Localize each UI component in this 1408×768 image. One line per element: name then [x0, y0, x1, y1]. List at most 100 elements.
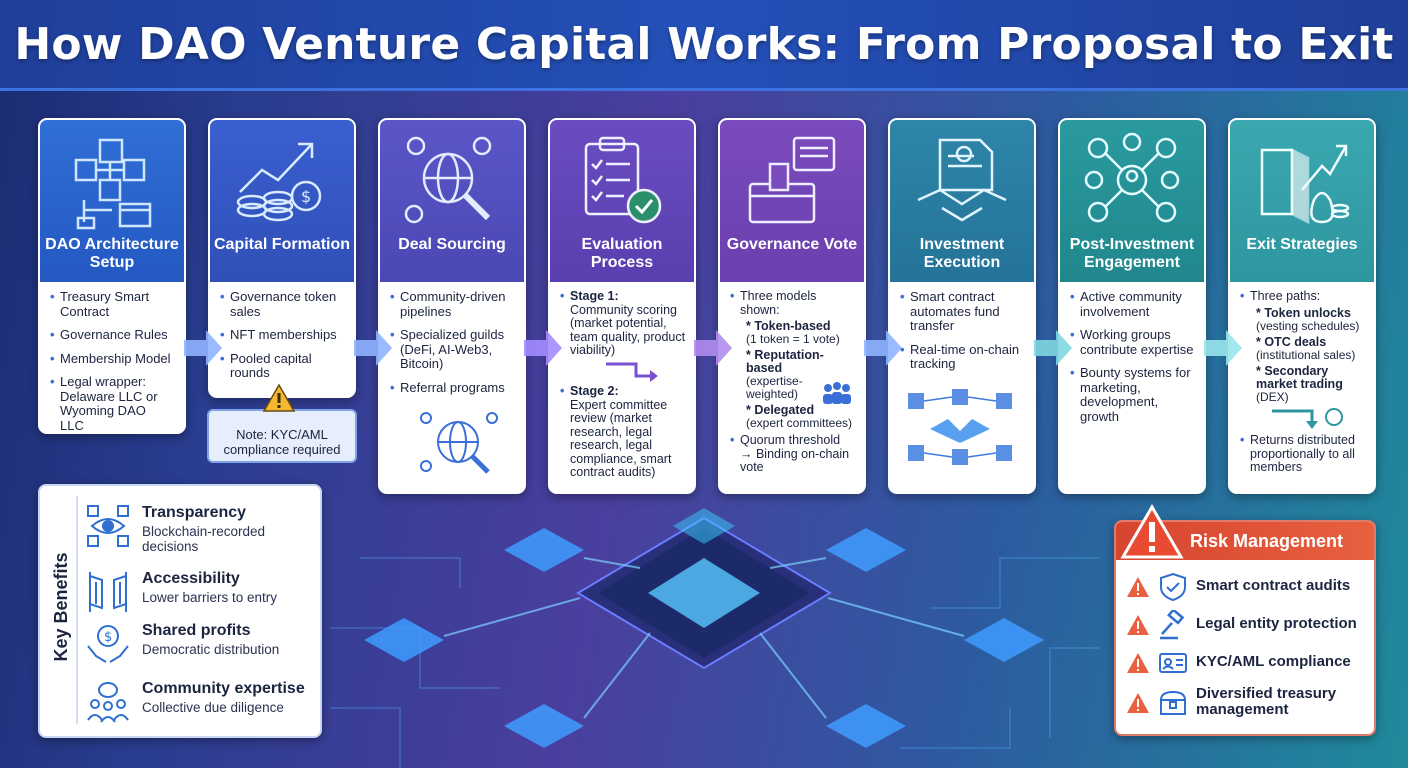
exit-path-detail: (vesting schedules) [1256, 318, 1360, 333]
list-item: Real-time on-chain tracking [900, 342, 1026, 372]
list-item: Governance token sales [220, 289, 346, 319]
gavel-icon [1160, 610, 1185, 640]
step-title: Governance Vote [726, 236, 858, 253]
risk-warning-icon [1120, 504, 1184, 559]
risk-item: Smart contract audits [1126, 570, 1372, 604]
ballot-box-icon [748, 136, 836, 224]
flow-arrow-6 [1034, 330, 1072, 366]
risk-item: KYC/AML compliance [1126, 646, 1372, 680]
people-group-icon [823, 382, 851, 404]
list-item: Referral programs [390, 380, 516, 396]
stage2-label: Stage 2: [570, 384, 619, 398]
vote-model-detail: (expertise-weighted) [746, 374, 803, 401]
list-item: Smart contract automates fund transfer [900, 289, 1026, 334]
stage-flow-arrow-icon [606, 362, 658, 382]
note-text: Note: KYC/AML compliance required [223, 427, 341, 457]
vote-intro: Three models shown: [740, 289, 817, 317]
exit-path-detail: (institutional sales) [1256, 347, 1356, 362]
eye-blocks-icon [87, 505, 129, 547]
circuit-background [330, 508, 1100, 768]
step-card-exit: Exit Strategies • Three paths: * Token u… [1228, 118, 1376, 494]
flow-arrow-4 [694, 330, 732, 366]
step-card-evaluation: Evaluation Process • Stage 1: Community … [548, 118, 696, 494]
flow-arrow-7 [1204, 330, 1242, 366]
flow-arrow-1 [184, 330, 222, 366]
benefit-title: Community expertise [142, 680, 305, 697]
benefit-title: Accessibility [142, 570, 240, 587]
exit-path-detail: (DEX) [1256, 389, 1289, 404]
exit-outro: Returns distributed proportionally to al… [1250, 433, 1355, 474]
community-network-icon [1084, 132, 1180, 223]
step-card-vote: Governance Vote • Three models shown: * … [718, 118, 866, 494]
step-card-head: Investment Execution [890, 120, 1034, 282]
list-item: Bounty systems for marketing, developmen… [1070, 365, 1196, 424]
list-item: Community-driven pipelines [390, 289, 516, 319]
magnifier-globe-icon [404, 136, 492, 224]
open-gate-icon [89, 572, 127, 612]
stage1-text: Community scoring (market potential, tea… [570, 302, 686, 357]
step-title: Post-Investment Engagement [1069, 236, 1195, 271]
warning-icon [1127, 615, 1149, 635]
step-card-head: Evaluation Process [550, 120, 694, 282]
handshake-document-icon [917, 138, 1007, 222]
list-item: Legal wrapper: Delaware LLC or Wyoming D… [50, 374, 158, 432]
list-item: Governance Rules [50, 327, 176, 343]
treasure-chest-icon [1159, 690, 1187, 715]
vote-model-detail: (expert committees) [746, 416, 853, 430]
warning-icon [1127, 693, 1149, 713]
exit-path-name: OTC deals [1264, 334, 1327, 349]
svg-text:$: $ [104, 630, 112, 645]
risk-item-label: Smart contract audits [1196, 577, 1351, 594]
people-brain-icon [87, 682, 129, 723]
risk-item: Diversified treasury management [1126, 682, 1372, 726]
exit-door-money-icon [1260, 144, 1350, 225]
benefits-label: Key Benefits [51, 552, 71, 662]
stage2-text: Expert committee review (market research… [570, 397, 672, 479]
benefit-shared-profits: $ Shared profits Democratic distribution [86, 622, 316, 672]
step-title: DAO Architecture Setup [45, 236, 179, 271]
risk-item-label: KYC/AML compliance [1196, 653, 1351, 670]
risk-item-label: Legal entity protection [1196, 615, 1357, 632]
list-item: Working groups contribute expertise [1070, 327, 1196, 357]
vote-model-name: Delegated [754, 403, 815, 417]
step-card-capital: $ Capital Formation Governance token sal… [208, 118, 356, 398]
compliance-note: Note: KYC/AML compliance required [207, 409, 357, 463]
list-item: Specialized guilds (DeFi, AI-Web3, Bitco… [390, 327, 516, 372]
warning-icon [262, 383, 296, 412]
benefit-title: Transparency [142, 504, 247, 521]
benefit-desc: Collective due diligence [142, 700, 284, 715]
step-card-architecture: DAO Architecture Setup Treasury Smart Co… [38, 118, 186, 434]
flow-arrow-5 [864, 330, 902, 366]
vote-outro: Quorum threshold → Binding on-chain vote [740, 433, 850, 474]
title-band: How DAO Venture Capital Works: From Prop… [0, 0, 1408, 91]
flow-arrow-2 [354, 330, 392, 366]
list-item: Treasury Smart Contract [50, 289, 176, 319]
exit-intro: Three paths: [1250, 289, 1321, 303]
global-network-icon [420, 412, 498, 474]
exit-path-name: Token unlocks [1264, 305, 1351, 320]
coins-growth-icon: $ [236, 142, 322, 222]
benefit-desc: Lower barriers to entry [142, 590, 278, 605]
risk-item: Legal entity protection [1126, 608, 1372, 642]
svg-text:$: $ [301, 187, 311, 206]
id-card-icon [1159, 653, 1187, 673]
stage1-label: Stage 1: [570, 289, 619, 303]
step-title: Investment Execution [919, 236, 1005, 271]
step-card-head: DAO Architecture Setup [40, 120, 184, 282]
step-title: Exit Strategies [1246, 236, 1358, 253]
warning-icon [1127, 577, 1149, 597]
shield-check-icon [1160, 572, 1186, 602]
exit-path-name: Secondary market trading [1256, 363, 1343, 391]
vote-model-name: Token-based [754, 319, 831, 333]
warning-icon [1127, 653, 1149, 673]
step-card-head: Post-Investment Engagement [1060, 120, 1204, 282]
benefits-divider [76, 496, 78, 724]
step-card-head: Exit Strategies [1230, 120, 1374, 282]
step-card-sourcing: Deal Sourcing Community-driven pipelines… [378, 118, 526, 494]
page-title: How DAO Venture Capital Works: From Prop… [14, 18, 1394, 70]
vote-model-detail: (1 token = 1 vote) [746, 332, 840, 346]
benefit-transparency: Transparency Blockchain-recorded decisio… [86, 504, 316, 554]
benefit-accessibility: Accessibility Lower barriers to entry [86, 570, 316, 620]
vote-model-name: Reputation-based [746, 348, 824, 375]
